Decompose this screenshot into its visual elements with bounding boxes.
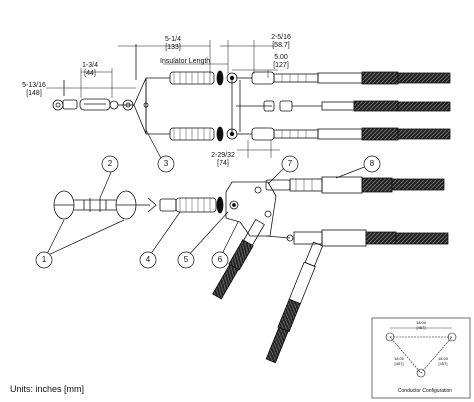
dim-2-29-32-mm: [74] [217, 160, 229, 167]
config-top-mm: [457] [416, 325, 426, 330]
conductor-configuration-title: Conductor Configuration [397, 388, 453, 394]
config-top-in: 18.00 [415, 320, 426, 325]
dim-1-3-4: 1-3/4 [44] [78, 62, 102, 78]
dim-5-00: 5.00 [127] [266, 54, 296, 70]
config-right-mm: [457] [438, 361, 448, 366]
callout-1: 1 [41, 255, 47, 264]
dim-2-29-32-in: 2-29/32 [211, 152, 235, 159]
units-note: Units: inches [mm] [10, 384, 85, 394]
dim-5-13-16: 5-13/16 [148] [16, 82, 52, 98]
callout-4: 4 [145, 255, 151, 264]
callout-3: 3 [163, 159, 169, 168]
dim-2-5-16-in: 2-5/16 [271, 34, 291, 41]
conductor-configuration-inset [371, 317, 471, 399]
dim-5-13-16-mm: [148] [26, 90, 42, 97]
dead-end-upper [251, 71, 451, 85]
config-left-in: 18.00 [393, 356, 404, 361]
dim-5-13-16-in: 5-13/16 [22, 82, 46, 89]
top-view [46, 40, 451, 158]
side-view [53, 176, 449, 364]
dim-1-3-4-in: 1-3/4 [82, 62, 98, 69]
dim-5-1-4-in: 5-1/4 [165, 36, 181, 43]
config-right-dim: 18.00 [457] [432, 356, 454, 366]
dim-5-00-in: 5.00 [274, 54, 288, 61]
dim-2-5-16-mm: [58.7] [272, 42, 290, 49]
callout-7: 7 [287, 159, 293, 168]
config-right-in: 18.00 [437, 356, 448, 361]
dim-5-00-mm: [127] [273, 62, 289, 69]
config-left-mm: [457] [394, 361, 404, 366]
dim-2-29-32: 2-29/32 [74] [206, 152, 240, 168]
dead-end-lower [251, 127, 451, 141]
insulator-length-label: Insulator Length [160, 58, 211, 65]
callout-leaders [35, 129, 381, 269]
callout-5: 5 [183, 255, 189, 264]
dim-5-1-4: 5-1/4 [133] [158, 36, 188, 52]
dead-end-middle [279, 100, 451, 112]
dim-2-5-16: 2-5/16 [58.7] [266, 34, 296, 50]
config-left-dim: 18.00 [457] [388, 356, 410, 366]
config-top-dim: 18.00 [457] [410, 320, 432, 330]
callout-6: 6 [217, 255, 223, 264]
callout-8: 8 [369, 159, 375, 168]
dim-5-1-4-mm: [133] [165, 44, 181, 51]
callout-2: 2 [107, 159, 113, 168]
dim-1-3-4-mm: [44] [84, 70, 96, 77]
